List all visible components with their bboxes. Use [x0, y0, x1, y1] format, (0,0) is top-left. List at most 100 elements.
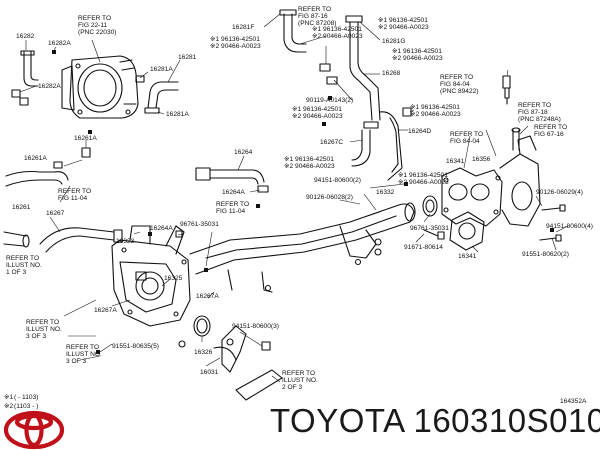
hose-16267-inner	[45, 235, 115, 253]
pipe-16268-inner	[357, 21, 381, 121]
hose-clamp	[363, 121, 379, 129]
water-outlet-16341	[441, 167, 503, 227]
hose-16267c-inner	[351, 129, 371, 167]
part-label: 16282	[16, 33, 35, 40]
leader-line	[205, 357, 221, 367]
part-label: FIG 11-04	[216, 208, 246, 215]
leader-line	[463, 135, 471, 169]
hose-16281	[147, 81, 179, 109]
part-label: ※1 96136-42501	[312, 26, 362, 33]
leader-line	[239, 331, 263, 347]
legend-marker: ※2	[4, 403, 14, 410]
part-label: ※2 90466-A0023	[210, 43, 261, 50]
part-label: ※1 96136-42501	[284, 156, 334, 163]
clip	[550, 228, 554, 232]
leader-line	[409, 109, 415, 113]
clip	[256, 204, 260, 208]
leader-line	[63, 159, 83, 167]
hose-clamp	[20, 50, 35, 56]
part-label: REFER TO	[6, 255, 39, 262]
clip	[52, 50, 56, 54]
hose-16264d-inner	[389, 117, 399, 173]
part-label: ※2 90466-A0023	[398, 179, 449, 186]
part-label: FIG 87-16	[298, 13, 328, 20]
pipe-bottom	[235, 369, 283, 401]
part-label: 16268	[382, 70, 401, 77]
hose-clamp	[319, 63, 331, 72]
bolt	[354, 258, 362, 266]
part-label: ※1 96136-42501	[410, 104, 460, 111]
part-label: ※1 96136-42501	[392, 48, 442, 55]
part-label: 94151-80600(3)	[232, 323, 279, 330]
part-label: 91551-80620(2)	[522, 251, 569, 258]
part-label: ※1 96136-42501	[210, 36, 260, 43]
part-label: 16323	[116, 238, 135, 245]
hose-16282	[23, 50, 39, 87]
part-label: FIG 11-04	[58, 195, 88, 202]
part-label: ILLUST NO.	[26, 326, 62, 333]
part-label: 16281G	[382, 38, 405, 45]
part-label: ※2 90466-A0023	[410, 111, 461, 118]
hose-16267c	[351, 129, 363, 161]
leader-line	[59, 185, 71, 203]
hose-16261-inner	[5, 179, 63, 187]
water-pipe-16332-inner	[205, 215, 397, 259]
part-label: REFER TO	[78, 15, 111, 22]
leader-line	[161, 278, 171, 287]
part-label: 90126-06028(2)	[306, 194, 353, 201]
throttle-body	[61, 55, 139, 119]
toyota-logo-icon	[3, 410, 65, 450]
part-label: 16281A	[166, 111, 189, 118]
leader-line	[369, 183, 405, 189]
leader-line	[79, 355, 101, 361]
part-label: FIG 22-11	[78, 22, 108, 29]
leader-line	[535, 195, 543, 207]
bolt-90126	[541, 207, 561, 211]
pipe-bracket	[227, 269, 273, 293]
part-label: (PNC 22030)	[78, 29, 116, 36]
part-label: 3 OF 3	[66, 358, 86, 365]
part-label: 94151-80600(2)	[314, 177, 361, 184]
part-label: 16341	[446, 158, 465, 165]
water-outlet-housing-16356	[499, 135, 541, 227]
part-label: REFER TO	[298, 6, 331, 13]
bolt	[178, 340, 186, 348]
part-label: ※2 90466-A0023	[292, 113, 343, 120]
part-label: 91671-80614	[404, 244, 443, 251]
thermostat-16031	[213, 325, 247, 373]
leader-line	[555, 225, 569, 233]
part-label: 91551-80635(5)	[112, 343, 159, 350]
leader-line	[339, 199, 361, 205]
hose-clamp	[402, 107, 412, 117]
hose-clamp	[195, 167, 211, 181]
leader-line	[19, 85, 37, 93]
leader-line	[237, 155, 245, 171]
part-label: ※1 96136-42501	[398, 172, 448, 179]
part-label: 16341	[458, 253, 477, 260]
part-label: 16281F	[232, 24, 254, 31]
part-label: 1 OF 3	[6, 269, 26, 276]
hose-16282-inner	[30, 50, 39, 81]
clip	[328, 96, 332, 100]
part-label: (PNC 87208)	[298, 20, 336, 27]
part-label: ※1 96136-42501	[378, 17, 428, 24]
hose-clamp	[279, 9, 297, 16]
part-label: FIG 84-04	[440, 81, 470, 88]
stud-91671	[423, 229, 439, 237]
water-pipe-16332	[189, 203, 415, 275]
leader-line	[63, 299, 97, 317]
part-label: REFER TO	[26, 319, 59, 326]
hose-clamp	[11, 89, 21, 98]
leader-line	[157, 111, 165, 115]
part-label: 16325	[164, 275, 183, 282]
leader-line	[91, 39, 101, 63]
leader-line	[263, 13, 281, 28]
part-label: 16281A	[150, 66, 173, 73]
leader-line	[205, 231, 213, 267]
clip	[148, 232, 152, 236]
part-label: (PNC 89422)	[440, 88, 478, 95]
legend-marker: ※1	[4, 394, 14, 401]
part-label: 16281	[178, 54, 197, 61]
nut	[437, 231, 445, 240]
